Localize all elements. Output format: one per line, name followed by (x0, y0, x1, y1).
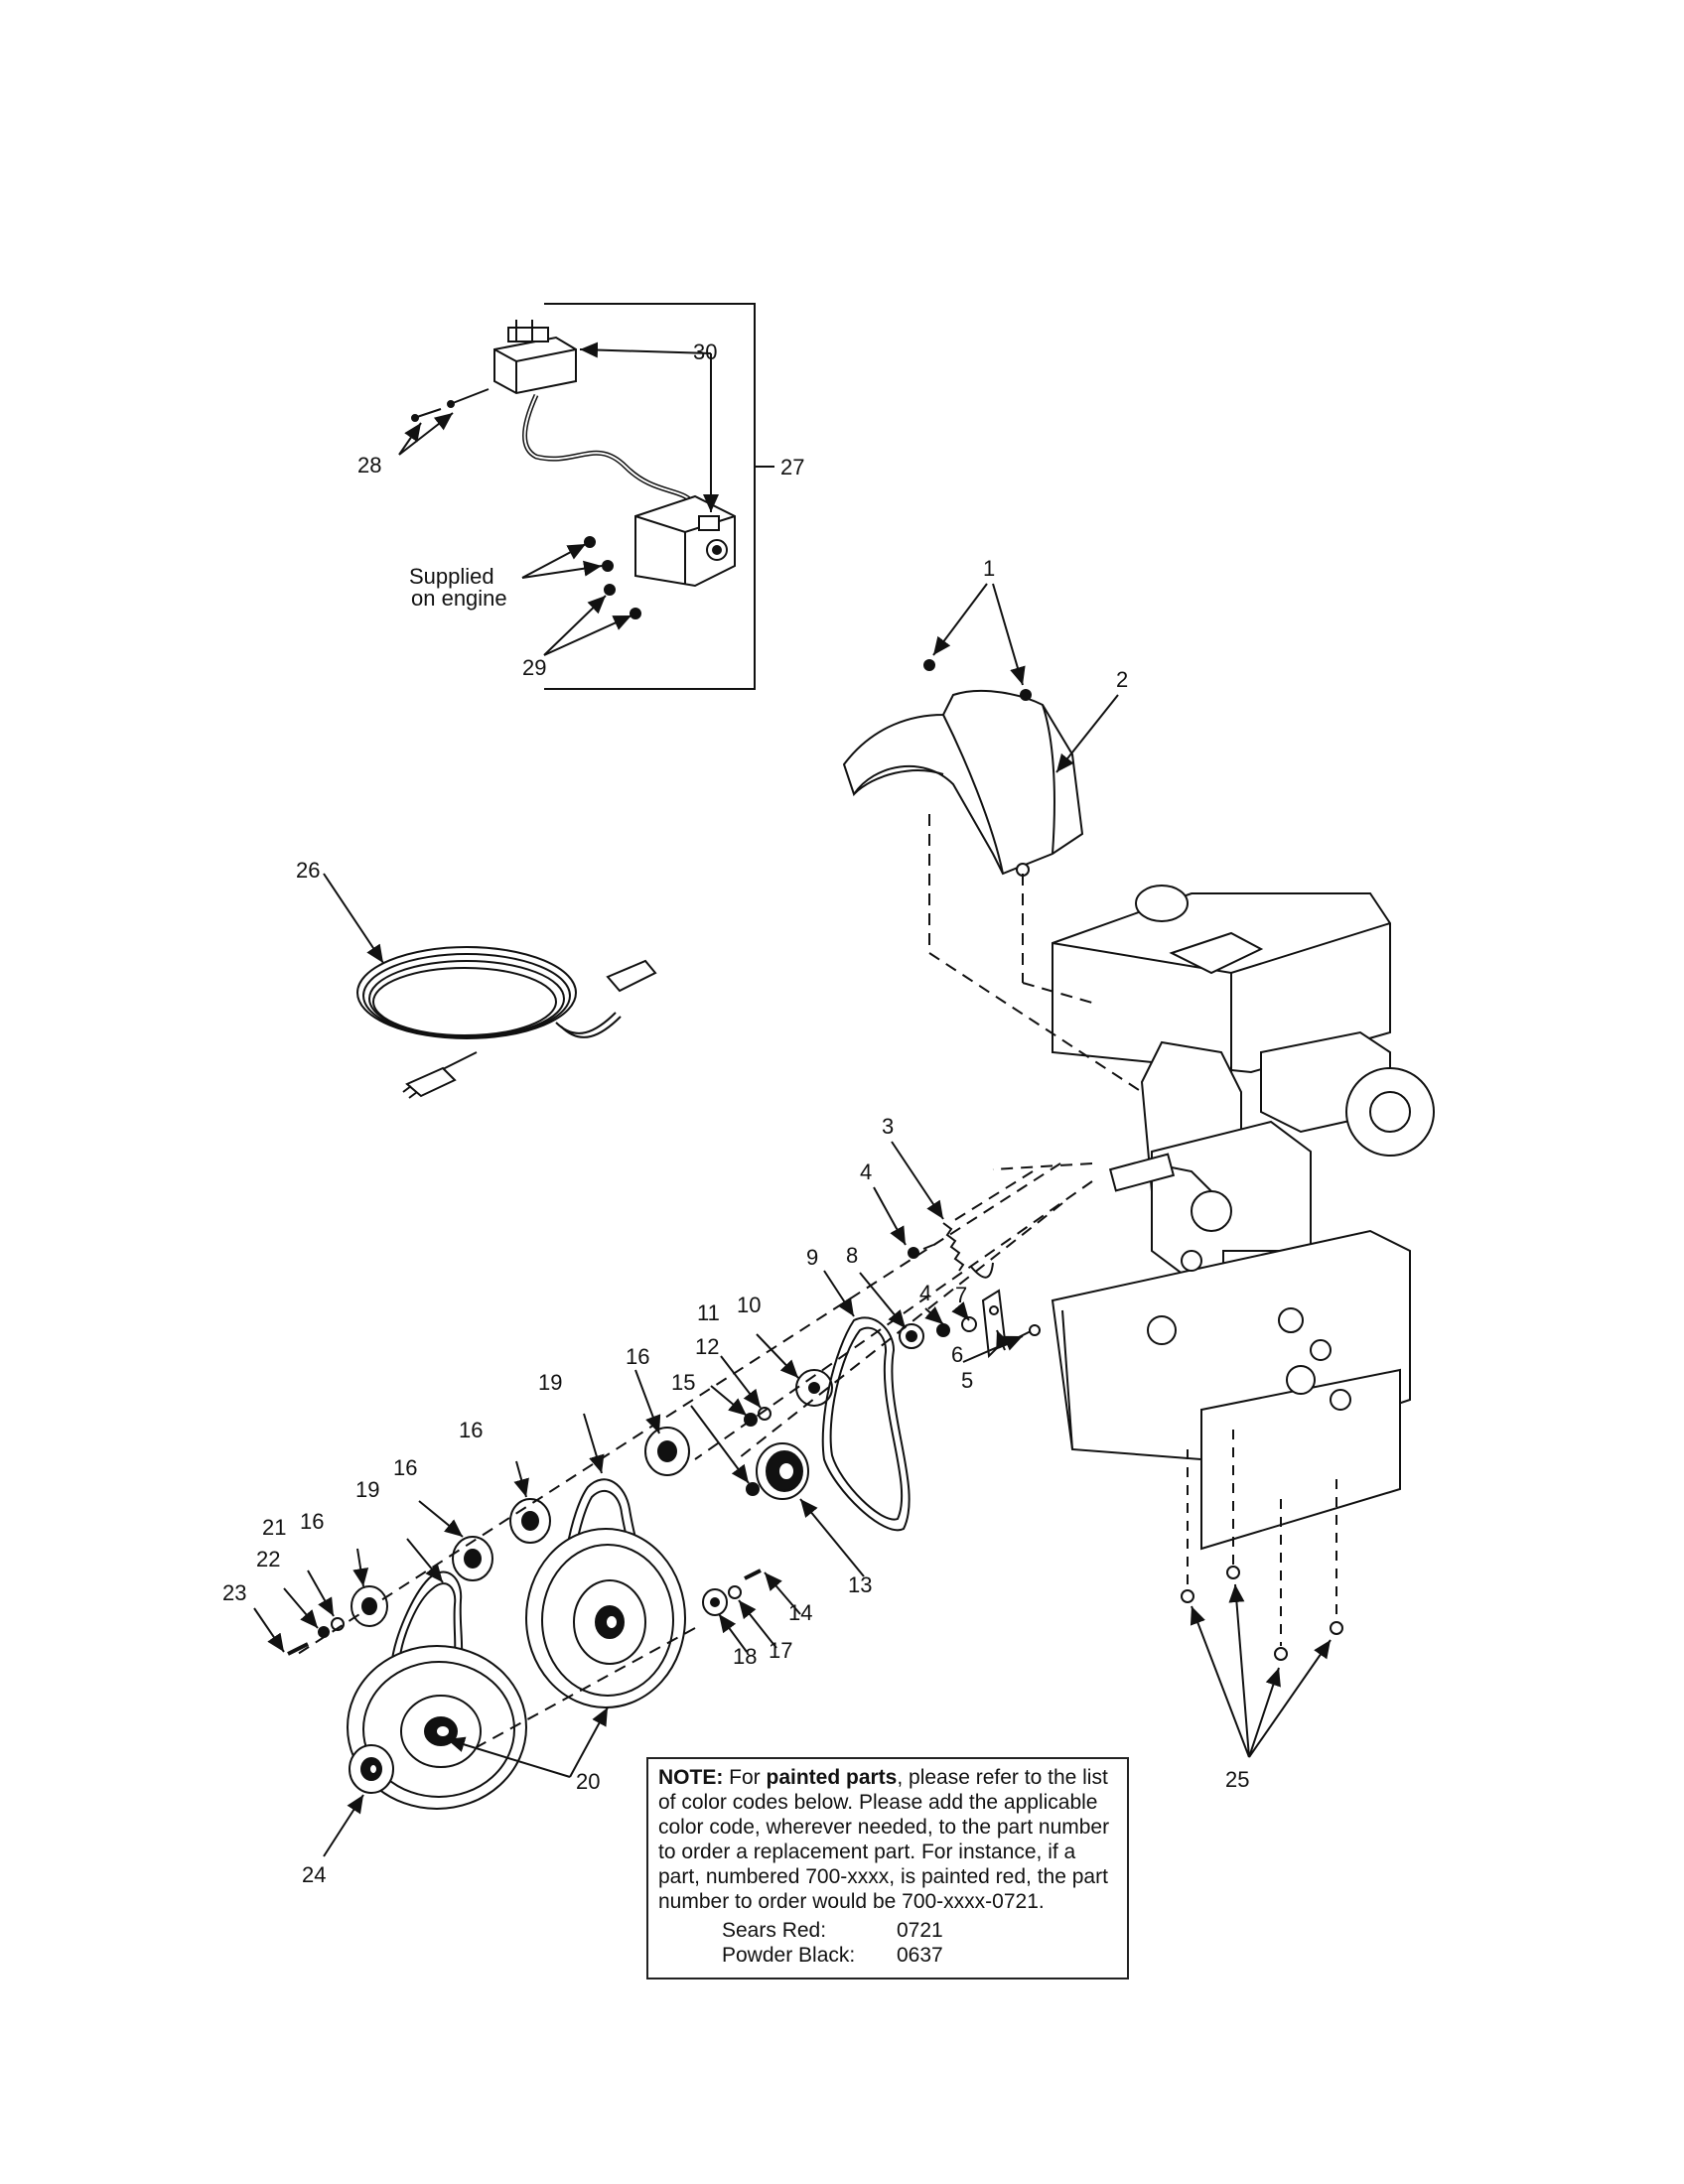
heater-box-upper (493, 320, 577, 395)
callout-3: 3 (882, 1114, 894, 1139)
callout-29: 29 (522, 655, 546, 680)
callout-19b: 19 (355, 1477, 379, 1502)
supplied-label-line1: Supplied (409, 564, 494, 589)
callout-11: 11 (697, 1300, 720, 1325)
washers (744, 1244, 977, 1427)
bolts-25 (1181, 1566, 1343, 1661)
callout-27: 27 (780, 455, 804, 479)
callout-16c: 16 (393, 1455, 417, 1480)
callout-14: 14 (788, 1600, 812, 1625)
screws-1 (923, 659, 1032, 701)
idler-pulley (746, 1442, 809, 1500)
color-code-powder-black: 0637 (897, 1944, 943, 1967)
callout-24: 24 (302, 1862, 326, 1887)
spring (942, 1222, 994, 1279)
callout-18: 18 (733, 1644, 757, 1669)
frame (1051, 1229, 1411, 1551)
heater-kit-bracket (544, 303, 774, 690)
callout-10: 10 (737, 1293, 761, 1317)
hub-24 (349, 1744, 394, 1794)
note-emphasis: painted parts (766, 1766, 898, 1789)
callout-4a: 4 (860, 1160, 872, 1184)
belt-9 (821, 1316, 911, 1532)
painted-parts-note: NOTE: For painted parts, please refer to… (646, 1757, 1129, 1979)
callout-23: 23 (222, 1580, 246, 1605)
callout-8: 8 (846, 1243, 858, 1268)
engine (1052, 885, 1435, 1311)
note-prefix: NOTE: (658, 1766, 724, 1789)
note-for: For (723, 1766, 767, 1789)
heater-box-lower (634, 494, 736, 588)
callout-20: 20 (576, 1769, 600, 1794)
callout-19a: 19 (538, 1370, 562, 1395)
supplied-label-line2: on engine (411, 586, 507, 611)
callout-17: 17 (769, 1638, 792, 1663)
callout-2: 2 (1116, 667, 1128, 692)
callout-21: 21 (262, 1515, 286, 1540)
pulley-20-upper (525, 1528, 686, 1708)
callout-15: 15 (671, 1370, 695, 1395)
washers-16 (287, 1427, 762, 1656)
screws-29 (584, 536, 641, 619)
callout-13: 13 (848, 1572, 872, 1597)
callout-6: 6 (951, 1342, 963, 1367)
callout-16d: 16 (300, 1509, 324, 1534)
callout-1: 1 (983, 556, 995, 581)
belt-cover (842, 689, 1084, 877)
extension-cord (356, 946, 657, 1099)
frame-bolt-dashes (1187, 1430, 1337, 1646)
color-code-sears-red: 0721 (897, 1919, 943, 1942)
callout-30: 30 (693, 340, 717, 364)
color-name-powder-black: Powder Black: (722, 1944, 856, 1967)
note-body: , please refer to the list of color code… (658, 1766, 1110, 1913)
idler-bracket (981, 1289, 1041, 1359)
callout-7: 7 (955, 1283, 967, 1307)
callout-5: 5 (961, 1368, 973, 1393)
heater-wire (521, 393, 698, 508)
screws-28 (411, 388, 490, 422)
callout-16b: 16 (459, 1418, 483, 1442)
callout-4b: 4 (919, 1281, 931, 1305)
callout-26: 26 (296, 858, 320, 883)
callout-9: 9 (806, 1245, 818, 1270)
callout-28: 28 (357, 453, 381, 478)
color-code-list: Sears Red: 0721 Powder Black: 0637 (658, 1918, 1117, 1968)
callout-22: 22 (256, 1547, 280, 1571)
callout-numbers: 1 2 3 4 4 5 6 7 8 9 10 11 12 13 14 15 16… (222, 340, 1249, 1887)
color-name-sears-red: Sears Red: (722, 1919, 827, 1942)
cover-dashes (928, 814, 1143, 1093)
callout-25: 25 (1225, 1767, 1249, 1792)
note-text: NOTE: For painted parts, please refer to… (658, 1765, 1117, 1914)
callout-16a: 16 (626, 1344, 649, 1369)
leader-lines (253, 341, 1332, 1857)
callout-12: 12 (695, 1334, 719, 1359)
